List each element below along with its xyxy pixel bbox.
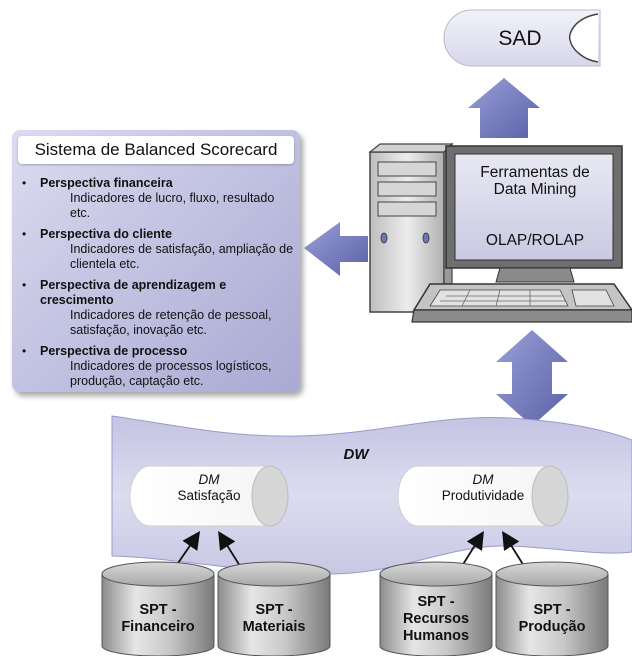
spt-line: Produção [518,619,586,635]
bsc-item-desc: Indicadores de satisfação, ampliação de … [70,242,294,271]
spt-materiais-label: SPT - Materiais [219,602,329,636]
bsc-list: • Perspectiva financeira Indicadores de … [18,176,296,395]
bsc-item-desc: Indicadores de lucro, fluxo, resultado e… [70,191,275,220]
bsc-item-desc: Indicadores de processos logísticos, pro… [70,359,272,388]
arrow-fin-to-satisfacao [175,531,201,567]
sad-label: SAD [498,27,542,50]
spt-materiais-cylinder [217,561,331,656]
arrow-rh-to-produtividade [461,530,484,567]
screen-tools-label: Ferramentas de Data Mining [458,164,612,198]
bullet-icon: • [22,344,27,358]
bullet-icon: • [22,227,27,241]
dm-tag: DM [198,472,220,487]
bullet-icon: • [22,176,27,190]
spt-financeiro-cylinder [101,561,215,656]
spt-line: SPT - [533,602,571,618]
dw-label: DW [343,446,369,463]
spt-line: Financeiro [121,619,195,635]
arrow-dw-computer [496,330,568,426]
bsc-item-head: Perspectiva do cliente [40,227,173,241]
spt-producao-cylinder [495,561,609,656]
screen-line-1: Ferramentas de [480,164,590,181]
bsc-item-cliente: • Perspectiva do cliente Indicadores de … [18,227,296,272]
dm-name: Produtividade [441,488,525,503]
screen-line-2: Data Mining [493,181,577,198]
bullet-icon: • [22,278,27,292]
dm-produtividade-label: DM Produtividade [418,472,548,504]
screen-line-3: OLAP/ROLAP [485,232,585,249]
bsc-item-head: Perspectiva financeira [40,176,173,190]
dm-satisfacao-label: DM Satisfação [144,472,274,504]
arrow-prod-to-produtividade [502,530,525,567]
spt-line: SPT - [139,602,177,618]
spt-producao-label: SPT - Produção [497,602,607,636]
bsc-panel: Sistema de Balanced Scorecard • Perspect… [12,130,300,392]
dm-satisfacao [129,465,289,527]
spt-rh-label: SPT - Recursos Humanos [381,594,491,645]
bsc-item-processo: • Perspectiva de processo Indicadores de… [18,344,296,389]
dm-tag: DM [472,472,494,487]
spt-rh-cylinder [379,561,493,656]
bsc-title: Sistema de Balanced Scorecard [18,136,294,164]
bsc-item-desc: Indicadores de retenção de pessoal, sati… [70,308,272,337]
spt-financeiro-label: SPT - Financeiro [103,602,213,636]
arrow-to-bsc [304,222,368,276]
arrow-to-sad [468,78,540,138]
bsc-item-head: Perspectiva de processo [40,344,188,358]
spt-line: Recursos [402,611,470,627]
dm-name: Satisfação [177,488,241,503]
bsc-item-aprendizagem: • Perspectiva de aprendizagem e crescime… [18,278,296,338]
spt-line: SPT - [417,594,455,610]
spt-line: Humanos [402,628,470,644]
computer-keyboard [411,283,632,323]
arrow-mat-to-satisfacao [218,530,241,567]
computer-monitor [445,145,623,283]
sad-node [443,9,601,67]
bsc-item-financeira: • Perspectiva financeira Indicadores de … [18,176,296,221]
spt-line: SPT - [255,602,293,618]
dm-produtividade [397,465,569,527]
bsc-item-head: Perspectiva de aprendizagem e cresciment… [40,278,227,307]
spt-line: Materiais [242,619,306,635]
